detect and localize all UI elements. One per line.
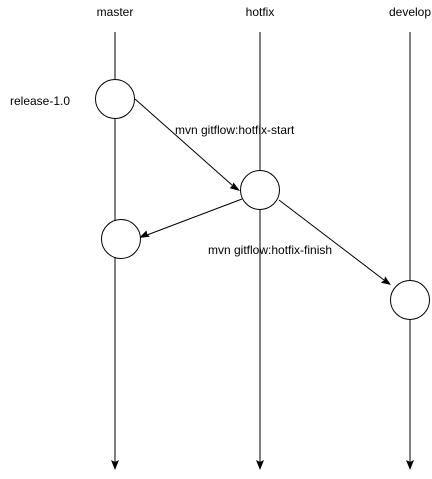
- lane-label-develop: develop: [388, 5, 432, 19]
- master-lane-arrowhead: [111, 460, 119, 470]
- hotfix-node: [240, 170, 280, 210]
- hotfix-lane-arrowhead: [256, 460, 264, 470]
- edge-hotfix-to-master: [146, 198, 243, 236]
- develop-lane-arrowhead: [406, 460, 414, 470]
- master-merge-node: [101, 219, 141, 259]
- edge-hotfix-to-develop-arrowhead: [380, 276, 391, 285]
- edge-label-hotfix-start: mvn gitflow:hotfix-start: [175, 123, 295, 137]
- develop-merge-node: [390, 280, 430, 320]
- edge-release-to-hotfix-arrowhead: [229, 182, 240, 191]
- edge-hotfix-to-master-arrowhead: [139, 230, 150, 238]
- lane-label-master: master: [96, 5, 134, 19]
- edges: [134, 98, 391, 285]
- nodes: [95, 79, 430, 320]
- release-annotation: release-1.0: [10, 94, 71, 108]
- edge-release-to-hotfix: [134, 98, 233, 186]
- lane-label-hotfix: hotfix: [245, 5, 275, 19]
- lane-arrowheads: [111, 460, 414, 470]
- edge-label-hotfix-finish: mvn gitflow:hotfix-finish: [208, 243, 333, 257]
- release-node: [95, 79, 135, 119]
- edge-hotfix-to-develop: [278, 199, 385, 281]
